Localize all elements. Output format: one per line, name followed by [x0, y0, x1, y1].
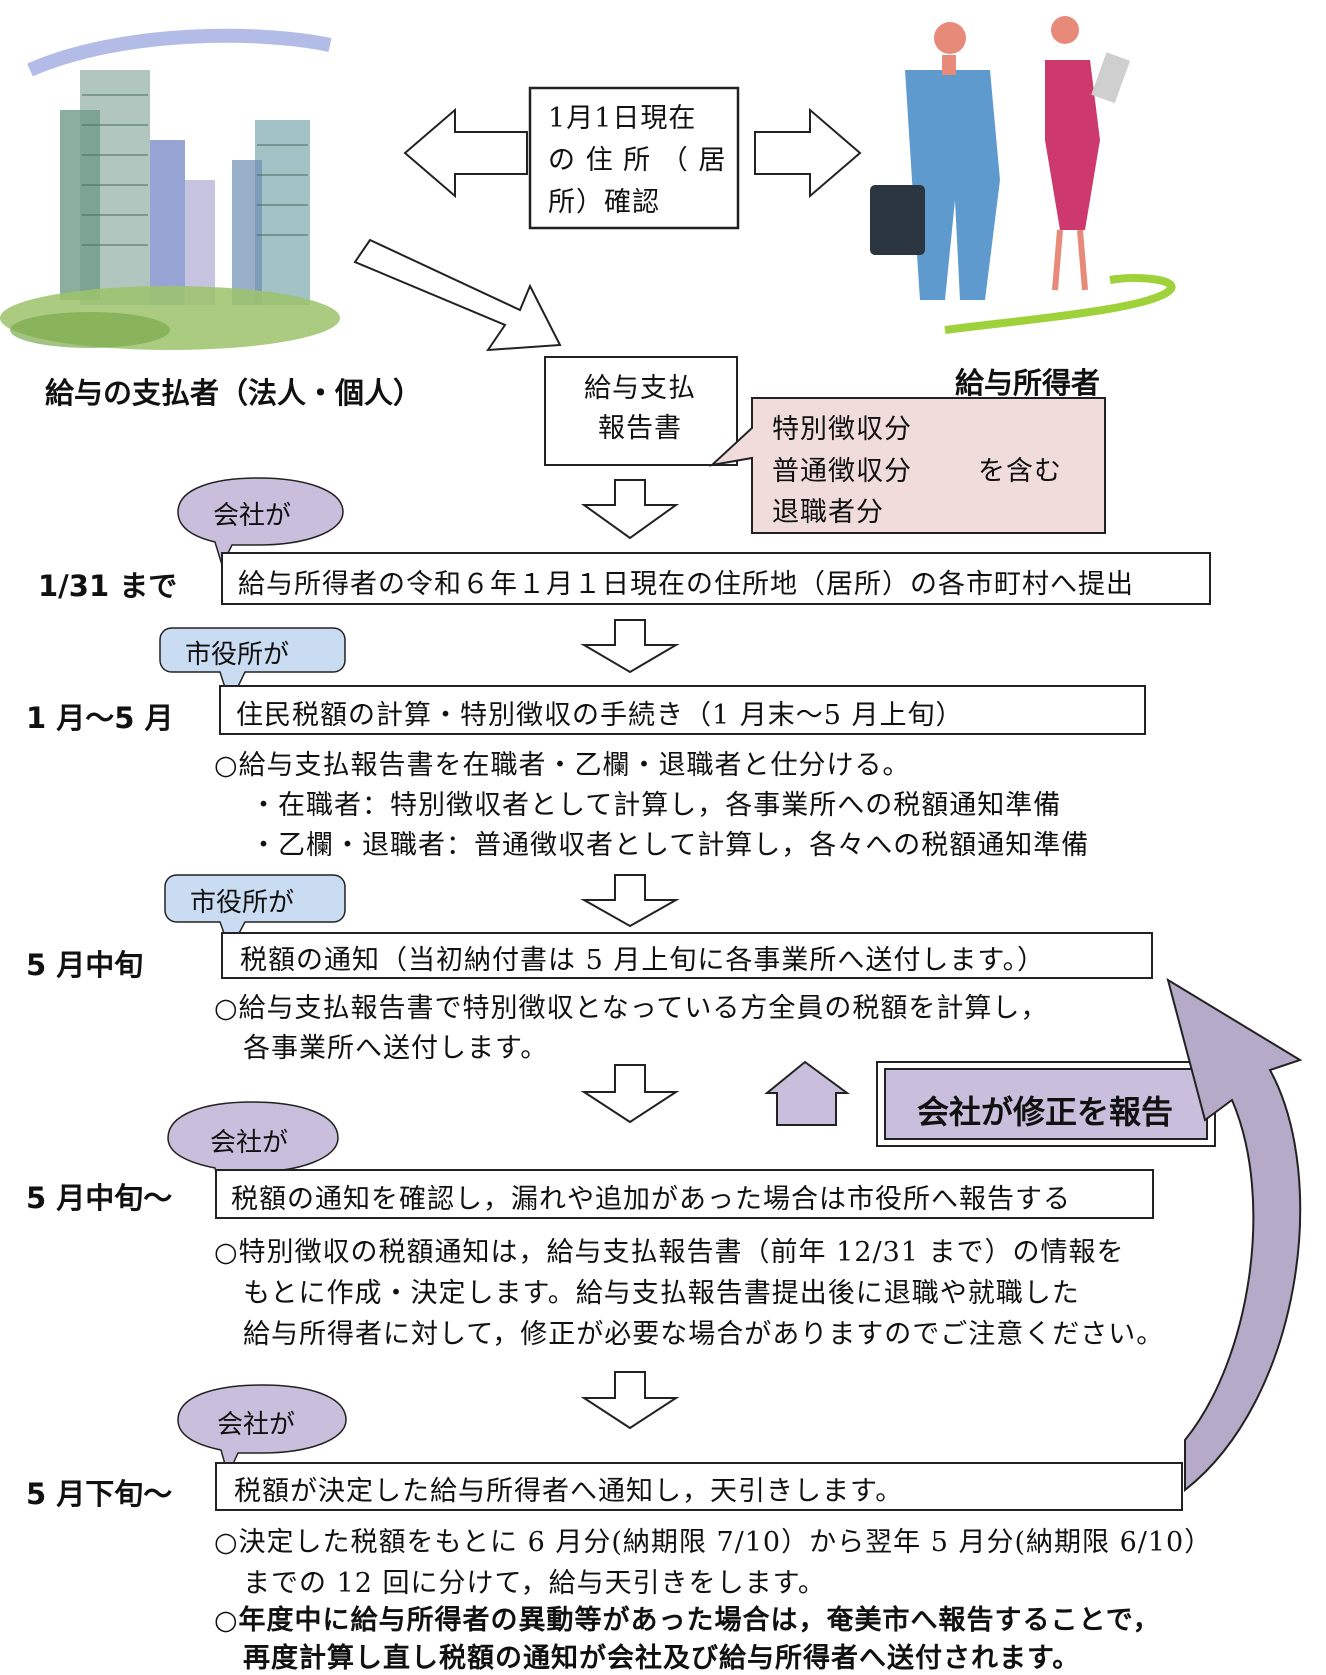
step3-line-2: 各事業所へ送付します。 [243, 1033, 549, 1064]
center-box-line-3: 所）確認 [548, 187, 660, 218]
report-box-frame [544, 356, 738, 466]
bubble-shape-1 [177, 477, 344, 568]
down-arrow-icon-4 [580, 1064, 680, 1124]
note-line-3: 退職者分 [772, 497, 884, 528]
payer-caption: 給与の支払者（法人・個人） [45, 376, 423, 410]
loop-arrow-icon [1166, 977, 1303, 1493]
down-arrow-icon-5 [580, 1371, 680, 1430]
step5-tag: 会社が [217, 1410, 296, 1440]
step2-tag: 市役所が [185, 640, 290, 670]
down-arrow-icon-2 [580, 619, 680, 674]
step3-tag: 市役所が [190, 888, 295, 918]
step2-line-3: ・乙欄・退職者：普通徴収者として計算し，各々への税額通知準備 [250, 830, 1090, 861]
step4-line-2: もとに作成・決定します。給与支払報告書提出後に退職や就職した [243, 1278, 1080, 1309]
step1-box-text: 給与所得者の令和６年１月１日現在の住所地（居所）の各市町村へ提出 [238, 569, 1134, 600]
arrow-right-icon [754, 107, 862, 199]
step5-line-1: ○決定した税額をもとに 6 月分(納期限 7/10）から翌年 5 月分(納期限 … [214, 1527, 1213, 1558]
bubble-shape-5 [177, 1384, 347, 1478]
step5-box-text: 税額が決定した給与所得者へ通知し，天引きします。 [234, 1476, 904, 1507]
step5-line-2: までの 12 回に分けて，給与天引きをします。 [243, 1568, 826, 1599]
step4-line-3: 給与所得者に対して，修正が必要な場合がありますのでご注意ください。 [243, 1319, 1165, 1350]
center-box-line-2: の 住 所 （ 居 [548, 145, 727, 176]
step5-label: 5 月下旬〜 [26, 1477, 173, 1511]
top-arrows [353, 107, 862, 352]
step2-box-text: 住民税額の計算・特別徴収の手続き（1 月末〜5 月上旬） [236, 700, 964, 731]
correction-label: 会社が修正を報告 [917, 1093, 1174, 1131]
people-illustration [870, 16, 1176, 334]
step4-box-text: 税額の通知を確認し，漏れや追加があった場合は市役所へ報告する [231, 1184, 1071, 1215]
step5-bold-line-1: ○年度中に給与所得者の異動等があった場合は，奄美市へ報告することで， [214, 1605, 1161, 1636]
note-line-2: 普通徴収分 [772, 456, 912, 487]
down-arrows [580, 479, 680, 1430]
buildings-illustration [0, 28, 340, 350]
step3-label: 5 月中旬 [26, 948, 144, 982]
correction-box-inner [884, 1068, 1208, 1140]
note-callout-frame [708, 397, 1106, 534]
up-arrow-icon [764, 1060, 851, 1126]
center-box-frame [528, 86, 740, 230]
step2-line-2: ・在職者：特別徴収者として計算し，各事業所への税額通知準備 [250, 790, 1062, 821]
step4-line-1: ○特別徴収の税額通知は，給与支払報告書（前年 12/31 まで）の情報を [214, 1237, 1125, 1268]
down-arrow-icon-1 [580, 479, 680, 540]
report-box-line-1: 給与支払 [584, 373, 696, 404]
step4-label: 5 月中旬〜 [26, 1181, 173, 1215]
down-arrow-icon-3 [580, 874, 680, 928]
report-box-line-2: 報告書 [598, 413, 682, 444]
note-line-1: 特別徴収分 [772, 414, 912, 445]
step3-box-text: 税額の通知（当初納付書は 5 月上旬に各事業所へ送付します。） [240, 945, 1046, 976]
center-box-line-1: 1月1日現在 [548, 103, 697, 134]
step2-line-1: ○給与支払報告書を在職者・乙欄・退職者と仕分ける。 [214, 750, 911, 781]
bubble-shape-4 [167, 1101, 339, 1198]
earner-caption: 給与所得者 [955, 366, 1101, 400]
step1-tag: 会社が [213, 501, 292, 531]
note-suffix: を含む [978, 456, 1062, 487]
arrow-diagonal-icon [353, 238, 562, 352]
step3-line-1: ○給与支払報告書で特別徴収となっている方全員の税額を計算し， [214, 993, 1049, 1024]
step-box-frames [215, 552, 1211, 1511]
step4-tag: 会社が [210, 1128, 289, 1158]
arrow-left-icon [403, 107, 528, 199]
step2-label: 1 月〜5 月 [26, 701, 174, 735]
step5-bold-line-2: 再度計算し直し税額の通知が会社及び給与所得者へ送付されます。 [243, 1643, 1081, 1674]
tag-bubbles [159, 477, 347, 1478]
step1-label: 1/31 まで [38, 569, 178, 603]
